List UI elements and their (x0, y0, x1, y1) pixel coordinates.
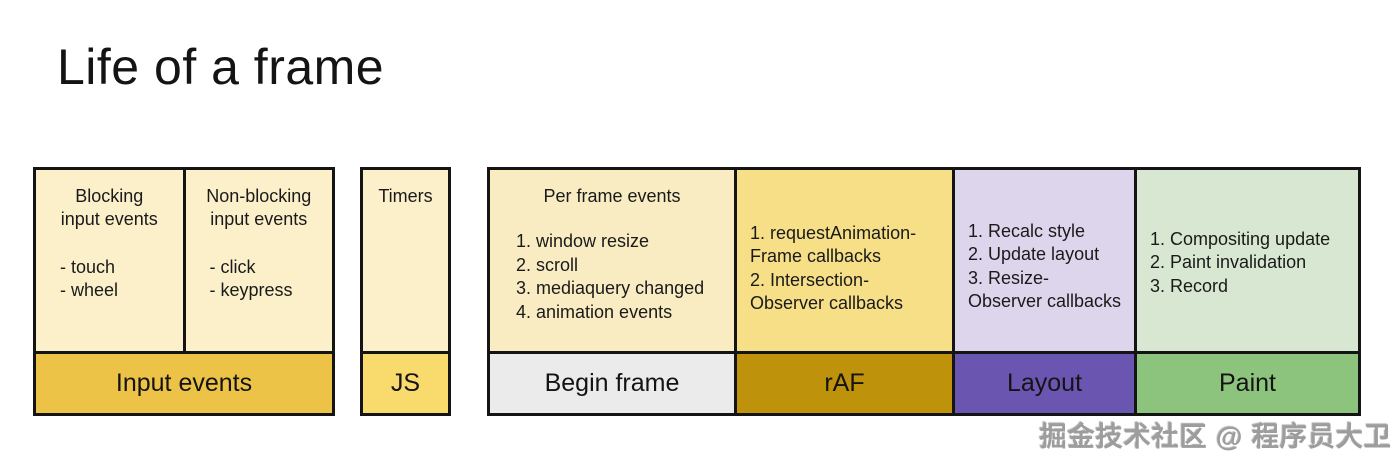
nonblocking-input-cell: Non-blocking input events - click - keypr… (182, 167, 335, 354)
raf-bar: rAF (734, 351, 955, 416)
input-events-group: Blocking input events - touch - wheel Non… (33, 167, 335, 416)
list-item: 1. Recalc style (968, 221, 1086, 241)
js-columns: Timers (360, 167, 451, 354)
paint-cell: 1. Compositing update 2. Paint invalidati… (1134, 167, 1361, 354)
begin-frame-bar: Begin frame (487, 351, 737, 416)
paint-bar: Paint (1134, 351, 1361, 416)
list-item: - keypress (209, 280, 293, 301)
timers-cell: Timers (360, 167, 451, 354)
list-item: 3. Record (1150, 275, 1229, 296)
list-item: 3. mediaquery changed (516, 278, 705, 299)
js-bar: JS (360, 351, 451, 416)
timers-header: Timers (378, 186, 433, 206)
input-events-bar: Input events (33, 351, 335, 416)
list-item: - touch (60, 256, 116, 277)
list-item: 4. animation events (516, 301, 673, 322)
input-events-bar-label: Input events (115, 369, 253, 397)
list-item: 2. Intersection- Observer callbacks (750, 269, 904, 314)
paint-bar-label: Paint (1219, 369, 1276, 397)
list-item: - wheel (60, 280, 119, 301)
paint-list: 1. Compositing update 2. Paint invalidati… (1137, 170, 1358, 298)
blocking-input-cell: Blocking input events - touch - wheel (33, 167, 186, 354)
nonblocking-input-list: - click - keypress (186, 256, 333, 303)
layout-bar: Layout (952, 351, 1137, 416)
raf-bar-label: rAF (824, 369, 865, 397)
list-item: 1. Compositing update (1150, 229, 1331, 249)
blocking-input-list: - touch - wheel (36, 256, 183, 303)
page-title: Life of a frame (57, 39, 385, 95)
watermark: 掘金技术社区 @ 程序员大卫 (1039, 422, 1392, 452)
nonblocking-input-header: Non-blocking input events (206, 186, 312, 230)
input-events-columns: Blocking input events - touch - wheel Non… (33, 167, 335, 354)
list-item: 3. Resize- Observer callbacks (968, 267, 1122, 312)
list-item: 2. Update layout (968, 244, 1100, 265)
js-group: Timers JS (360, 167, 451, 416)
list-item: 2. Paint invalidation (1150, 252, 1307, 273)
begin-frame-bar-label: Begin frame (544, 369, 680, 397)
layout-bar-label: Layout (1006, 369, 1083, 397)
list-item: 2. scroll (516, 254, 579, 275)
paint-stage: 1. Compositing update 2. Paint invalidati… (1134, 167, 1361, 416)
blocking-input-header: Blocking input events (60, 186, 158, 230)
list-item: 1. window resize (516, 231, 650, 252)
list-item: 1. requestAnimation- Frame callbacks (750, 223, 917, 267)
per-frame-events-header: Per frame events (543, 186, 681, 206)
list-item: - click (209, 256, 256, 277)
js-bar-label: JS (390, 369, 421, 397)
